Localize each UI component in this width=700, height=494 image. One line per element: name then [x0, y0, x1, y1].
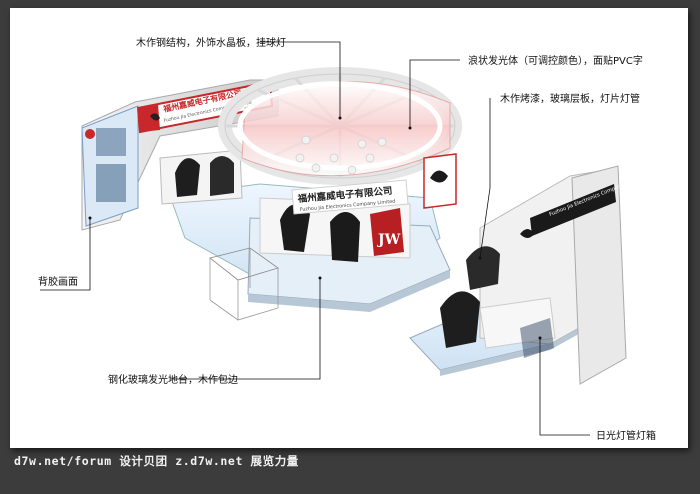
right-booth: Fuzhou Jia Electronics Company Limited [409, 165, 643, 385]
annotation-wave-light: 浪状发光体（可调控颜色），面贴PVC字 [468, 56, 643, 67]
annotation-back-graphic: 背胶画面 [38, 277, 78, 288]
annotation-glass-platform: 钢化玻璃发光地台，木作包边 [108, 375, 238, 386]
booth-rendering: 福州嘉威电子有限公司 Fuzhou Jia Electronics Compan… [40, 41, 643, 436]
jw-logo-text: JW [376, 232, 401, 248]
watermark-text: d7w.net/forum 设计贝团 z.d7w.net 展览力量 [14, 454, 299, 468]
left-booth: 福州嘉威电子有限公司 Fuzhou Jia Electronics Compan… [81, 67, 462, 321]
annotation-wood-steel: 木作钢结构，外饰水晶板，挂球灯 [136, 38, 286, 49]
annotation-wood-paint: 木作烤漆，玻璃层板，灯片灯管 [500, 94, 640, 105]
leader-lines [40, 41, 590, 436]
annotation-lightbox: 日光灯管灯箱 [596, 431, 656, 442]
render-sheet: 福州嘉威电子有限公司 Fuzhou Jia Electronics Compan… [10, 8, 688, 448]
